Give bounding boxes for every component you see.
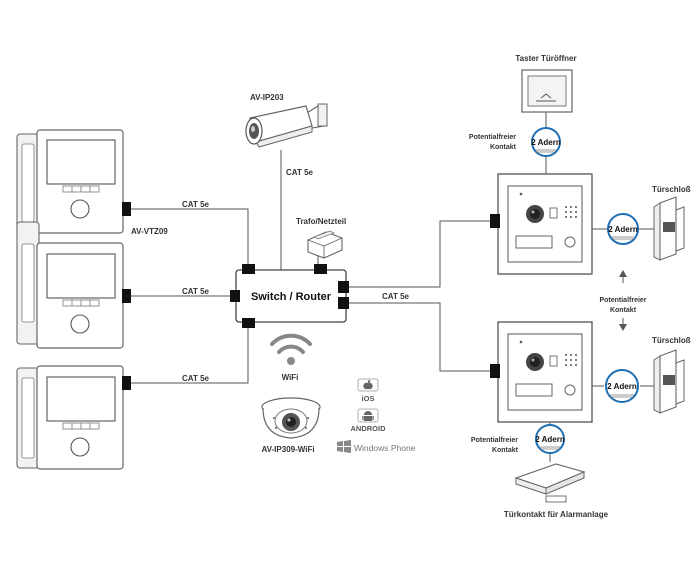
kontakt-top-label: Kontakt xyxy=(490,144,517,151)
switch-port-right-1 xyxy=(338,281,349,293)
cat5e-label-3: CAT 5e xyxy=(182,374,210,383)
power-supply: Trafo/Netzteil xyxy=(296,217,346,259)
ip-camera-av-ip203: AV-IP203 CAT 5e xyxy=(245,93,328,177)
potentialfreier-mid-label: Potentialfreier xyxy=(599,297,646,304)
potentialfreier-top-label: Potentialfreier xyxy=(469,134,516,141)
adern-badge-low-text: 2 Adern xyxy=(607,382,637,391)
push-button-icon xyxy=(521,69,573,113)
dome-camera-av-ip309: AV-IP309-WiFi xyxy=(261,397,321,454)
switch-port-bottom xyxy=(242,318,255,328)
switch-port-left xyxy=(230,290,240,302)
windows-icon xyxy=(337,440,351,453)
door-lock-icon xyxy=(653,196,685,261)
adern-badge-mid-text: 2 Adern xyxy=(608,225,638,234)
apple-icon xyxy=(363,380,373,390)
cat5e-camera-label: CAT 5e xyxy=(286,168,314,177)
door-contact-icon xyxy=(514,463,586,503)
monitor-icon xyxy=(16,365,124,470)
cat5e-label-2: CAT 5e xyxy=(182,287,210,296)
kontakt-bottom-label: Kontakt xyxy=(492,447,519,454)
adern-badge-mid: 2 Adern xyxy=(607,213,639,245)
trafo-label: Trafo/Netzteil xyxy=(296,217,346,226)
android-label: ANDROID xyxy=(351,424,387,433)
av-ip309-label: AV-IP309-WiFi xyxy=(261,445,314,454)
adern-badge-bottom-text: 2 Adern xyxy=(535,435,565,444)
door-station-1-port xyxy=(490,214,500,228)
adern-badge-top-text: 2 Adern xyxy=(531,138,561,147)
monitor-2-port xyxy=(122,289,131,303)
adern-badge-low: 2 Adern xyxy=(605,369,639,403)
monitor-1-port xyxy=(122,202,131,216)
adern-badge-bottom: 2 Adern xyxy=(535,424,565,454)
windows-phone-label: Windows Phone xyxy=(354,443,416,453)
taster-label: Taster Türöffner xyxy=(515,54,576,63)
camera-icon xyxy=(245,103,328,148)
switch-label: Switch / Router xyxy=(251,291,332,303)
indoor-monitor-3 xyxy=(16,365,131,470)
wifi-label: WiFi xyxy=(282,373,299,382)
ios-label: iOS xyxy=(362,394,375,403)
door-lock-2: Türschloß xyxy=(652,336,691,414)
cat5e-label-1: CAT 5e xyxy=(182,200,210,209)
monitor-3-port xyxy=(122,376,131,390)
switch-port-top-2 xyxy=(314,264,327,274)
av-vtz09-label: AV-VTZ09 xyxy=(131,227,168,236)
door-station-1 xyxy=(490,173,593,275)
monitor-icon xyxy=(16,129,124,234)
wifi-group: WiFi xyxy=(270,333,312,382)
platforms: iOS ANDROID Windows Phone xyxy=(337,378,416,453)
tuerkontakt-label: Türkontakt für Alarmanlage xyxy=(504,510,609,519)
switch-port-right-2 xyxy=(338,297,349,309)
wires xyxy=(128,112,654,462)
av-ip203-label: AV-IP203 xyxy=(250,93,284,102)
switch-port-top-1 xyxy=(242,264,255,274)
indoor-monitor-2 xyxy=(16,221,131,349)
switch-router: Switch / Router xyxy=(230,264,349,328)
door-station-2 xyxy=(490,321,593,423)
wifi-icon xyxy=(270,333,312,365)
door-station-2-port xyxy=(490,364,500,378)
tuerschloss-label-1: Türschloß xyxy=(652,185,691,194)
adern-badge-top: 2 Adern xyxy=(531,127,561,157)
power-supply-icon xyxy=(307,230,343,259)
monitor-icon xyxy=(16,221,124,349)
door-contact-sensor: Türkontakt für Alarmanlage xyxy=(504,463,609,519)
indoor-monitor-1 xyxy=(16,129,131,234)
android-icon xyxy=(362,411,374,421)
dome-camera-icon xyxy=(261,397,321,439)
cat5e-right-label: CAT 5e xyxy=(382,292,410,301)
kontakt-mid-label: Kontakt xyxy=(610,307,637,314)
door-opener-button: Taster Türöffner xyxy=(515,54,577,113)
door-lock-1: Türschloß xyxy=(652,185,691,261)
potentialfreier-bottom-label: Potentialfreier xyxy=(471,437,518,444)
tuerschloss-label-2: Türschloß xyxy=(652,336,691,345)
door-station-icon xyxy=(497,173,593,275)
door-station-icon xyxy=(497,321,593,423)
door-lock-icon xyxy=(653,349,685,414)
